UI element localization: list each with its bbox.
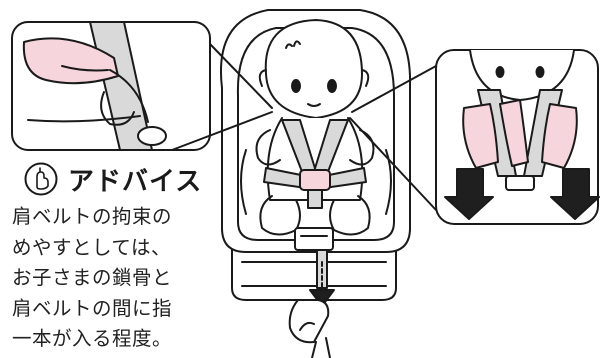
advice-line: 一本が入る程度。 [12,327,173,350]
advice-line: 肩ベルトの拘束の [12,205,173,228]
right-detail-callout [349,49,600,225]
left-detail-callout [11,21,273,151]
pulling-hand [288,299,330,344]
thumb-finger-icon [24,162,58,196]
down-arrow-right [550,168,600,220]
chest-buckle [299,169,331,191]
pull-arrow [309,289,335,307]
down-arrow-left [444,168,494,220]
advice-header: アドバイス [24,158,202,200]
harness-adjuster [294,227,334,251]
advice-line: 肩ベルトの間に指 [12,296,173,320]
advice-title: アドバイス [68,166,203,197]
advice-line: めやすとしては、 [12,235,172,259]
advice-line: お子さまの鎖骨と [12,266,173,289]
advice-body: 肩ベルトの拘束の めやすとしては、 お子さまの鎖骨と 肩ベルトの間に指 一本が入… [12,202,212,355]
